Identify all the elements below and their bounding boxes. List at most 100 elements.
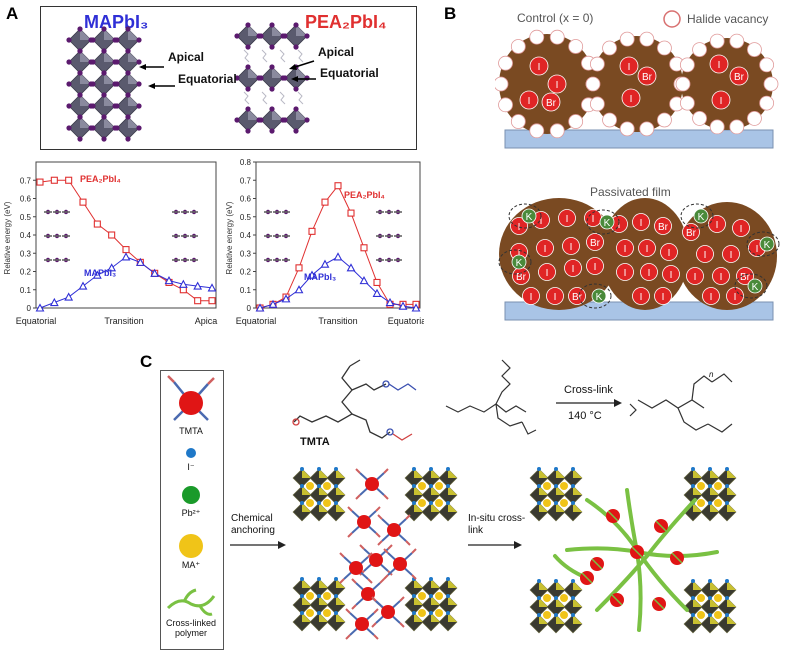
crosslinked-polymer-strand bbox=[627, 490, 641, 630]
iodide-ion bbox=[412, 467, 416, 471]
ion-label: I bbox=[670, 270, 673, 281]
iodide-atom bbox=[125, 114, 130, 119]
pea-organic-spacer bbox=[298, 92, 303, 104]
iodide-ion bbox=[691, 613, 695, 617]
ion-label: I bbox=[646, 244, 649, 255]
iodide-ion bbox=[429, 577, 433, 581]
iodide-atom bbox=[66, 59, 71, 64]
tmta-legend-icon bbox=[168, 376, 214, 420]
ma-cation bbox=[435, 609, 443, 617]
iodide-legend-icon bbox=[186, 448, 196, 458]
iodide-ion bbox=[554, 467, 558, 471]
halide-vacancy bbox=[747, 111, 761, 125]
iodide-atom bbox=[90, 103, 95, 108]
legend-lead: Pb²⁺ bbox=[160, 508, 222, 519]
ion-label: I bbox=[694, 272, 697, 283]
ion-label: I bbox=[720, 96, 723, 107]
equatorial-label-left: Equatorial bbox=[178, 72, 237, 86]
ion-label: I bbox=[628, 62, 631, 73]
ma-cation bbox=[306, 499, 314, 507]
halide-vacancy bbox=[680, 58, 694, 72]
iodide-ion bbox=[334, 594, 338, 598]
iodide-ion bbox=[537, 579, 541, 583]
iodide-atom bbox=[136, 37, 141, 42]
iodide-ion bbox=[708, 596, 712, 600]
ion-label: Br bbox=[740, 272, 751, 283]
ma-cation bbox=[435, 482, 443, 490]
iodide-ion bbox=[300, 484, 304, 488]
halide-vacancy bbox=[603, 113, 617, 127]
tmta-molecule bbox=[393, 557, 407, 571]
iodide-atom bbox=[101, 48, 106, 53]
ma-cation bbox=[697, 611, 705, 619]
halide-vacancy bbox=[550, 124, 564, 138]
pea-point bbox=[296, 265, 302, 271]
iodide-ion bbox=[317, 501, 321, 505]
legend-polymer: Cross-linked polymer bbox=[160, 618, 222, 638]
iodide-atom bbox=[269, 128, 274, 133]
ion-label: Br bbox=[658, 222, 669, 233]
pea-point bbox=[309, 228, 315, 234]
iodide-atom bbox=[66, 81, 71, 86]
iodide-ion bbox=[725, 484, 729, 488]
iodide-ion bbox=[725, 501, 729, 505]
iodide-atom bbox=[293, 22, 298, 27]
right-inset-lattices bbox=[264, 210, 402, 262]
ma-cation bbox=[306, 482, 314, 490]
iodide-ion bbox=[691, 484, 695, 488]
left-xtick-0: Equatorial bbox=[16, 316, 57, 326]
ma-cation bbox=[323, 592, 331, 600]
ma-cation bbox=[714, 611, 722, 619]
iodide-atom bbox=[77, 70, 82, 75]
ion-label: K bbox=[764, 240, 771, 251]
ion-label: K bbox=[604, 218, 611, 229]
tmta-molecule bbox=[365, 477, 379, 491]
iodide-atom bbox=[101, 26, 106, 31]
ma-cation bbox=[435, 592, 443, 600]
iodide-atom bbox=[136, 59, 141, 64]
iodide-atom bbox=[125, 48, 130, 53]
iodide-atom bbox=[258, 117, 263, 122]
iodide-ion bbox=[571, 501, 575, 505]
ion-label: I bbox=[566, 214, 569, 225]
tmta-molecule bbox=[381, 605, 395, 619]
polymer-structure bbox=[628, 360, 738, 444]
anchored-perovskite-scene bbox=[290, 460, 462, 650]
pea-organic-spacer bbox=[280, 50, 285, 62]
iodide-ion bbox=[446, 484, 450, 488]
iodide-atom bbox=[269, 64, 274, 69]
iodide-ion bbox=[446, 594, 450, 598]
halide-vacancy bbox=[693, 111, 707, 125]
iodide-ion bbox=[554, 596, 558, 600]
y-tick-label: 0.8 bbox=[240, 158, 252, 167]
ion-label: Br bbox=[734, 72, 745, 83]
halide-vacancy bbox=[495, 77, 508, 91]
crosslink-step-arrow bbox=[466, 540, 526, 550]
iodide-ion bbox=[446, 577, 450, 581]
iodide-atom bbox=[114, 81, 119, 86]
left-inset-lattices bbox=[44, 210, 198, 262]
step-in-situ-crosslink: In-situ cross-link bbox=[468, 513, 528, 537]
ma-cation bbox=[560, 594, 568, 602]
iodide-atom bbox=[90, 125, 95, 130]
pea-point bbox=[374, 279, 380, 285]
ion-label: Br bbox=[546, 98, 557, 109]
crosslinked-perovskite-scene bbox=[527, 460, 751, 650]
left-pea-label: PEA₂PbI₄ bbox=[80, 174, 121, 184]
pea-point bbox=[209, 298, 215, 304]
iodide-ion bbox=[691, 596, 695, 600]
iodide-atom bbox=[77, 48, 82, 53]
ion-label: I bbox=[730, 250, 733, 261]
iodide-ion bbox=[317, 467, 321, 471]
ion-label: I bbox=[528, 96, 531, 107]
ion-label: Br bbox=[590, 238, 601, 249]
iodide-ion bbox=[691, 579, 695, 583]
pea-line bbox=[260, 186, 416, 308]
iodide-ion bbox=[708, 467, 712, 471]
mapbi3-point bbox=[322, 261, 329, 268]
halide-vacancy bbox=[676, 77, 690, 91]
ma-cation bbox=[697, 482, 705, 490]
ma-cation bbox=[560, 482, 568, 490]
iodide-ion bbox=[708, 613, 712, 617]
ion-label: I bbox=[554, 292, 557, 303]
